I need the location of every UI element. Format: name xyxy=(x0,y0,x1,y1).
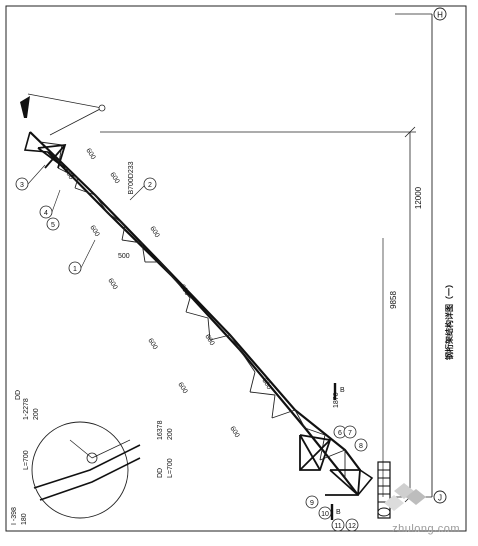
chord-label: 600 xyxy=(260,377,272,391)
dim-tick xyxy=(404,126,416,138)
callout-label: 3 xyxy=(20,182,24,189)
dimension-mid: 9858 xyxy=(389,291,398,309)
callout-label: 8 xyxy=(359,443,363,450)
callout-label: 2 xyxy=(148,182,152,189)
detail-left-label: 1-2278 xyxy=(23,398,30,420)
support-column xyxy=(377,461,391,519)
detail-left-length: L=700 xyxy=(23,450,30,470)
watermark-text: zhulong.com xyxy=(392,523,460,535)
drawing-frame xyxy=(5,5,467,532)
dimension-total: 12000 xyxy=(414,186,423,209)
chord-label: 600 xyxy=(176,381,188,395)
chord-label: 600 xyxy=(108,171,120,185)
callout-label: 12 xyxy=(348,523,356,530)
callout-bubbles: 3 4 5 1 2 6 7 8 9 10 11 12 xyxy=(15,177,368,532)
drawing-title: 钢桁架结构详图（一） xyxy=(444,280,454,360)
chord-label: 600 xyxy=(228,425,240,439)
section-mark-label: B xyxy=(340,387,345,394)
detail-left-code: DD xyxy=(15,390,22,400)
detail-leader xyxy=(69,439,93,459)
callout-label: 5 xyxy=(51,222,55,229)
axis-label-top: H xyxy=(437,11,443,20)
chord-label: 600 xyxy=(88,224,100,238)
callout-label: 10 xyxy=(321,511,329,518)
callout-label: 1 xyxy=(73,266,77,273)
datum-point xyxy=(98,104,106,112)
callout-label: 4 xyxy=(44,210,48,217)
end-frame-lower xyxy=(299,434,361,496)
end-frame-upper xyxy=(37,143,67,169)
plate-label: I -398 xyxy=(11,507,18,525)
section-mark-label: B xyxy=(336,509,341,516)
truss-bottom-chord xyxy=(47,151,359,496)
chord-label: 600 xyxy=(146,337,158,351)
callout-label: 7 xyxy=(348,430,352,437)
chord-label: 600 xyxy=(148,225,160,239)
callout-label: 6 xyxy=(338,430,342,437)
callout-label: 9 xyxy=(310,500,314,507)
detail-right-sub: 200 xyxy=(167,428,174,440)
detail-right-code: DD xyxy=(157,468,164,478)
axis-label-bottom: J xyxy=(438,494,442,503)
chord-note: 500 xyxy=(118,253,130,260)
plate-sub: 180 xyxy=(21,513,28,525)
chord-label: 600 xyxy=(84,147,96,161)
dimension-right-offset: 1876 xyxy=(333,392,340,408)
detail-left-sub: 200 xyxy=(33,408,40,420)
chord-dimension-labels: 600 600 600 600 600 600 600 600 600 600 … xyxy=(62,147,272,439)
chord-label: 600 xyxy=(62,167,74,181)
detail-chord-lower xyxy=(39,457,141,501)
north-marker xyxy=(20,96,30,118)
axis-bubble-bottom xyxy=(433,490,447,504)
member-tag: B700D233 xyxy=(128,161,135,194)
leader-lines xyxy=(27,164,145,269)
detail-leader xyxy=(91,439,131,459)
detail-chord xyxy=(33,444,141,489)
axis-bubble-top xyxy=(433,7,447,21)
detail-right-label: 16378 xyxy=(157,420,164,440)
chord-label: 600 xyxy=(203,333,215,347)
callout-label: 11 xyxy=(334,523,341,530)
truss-end-right xyxy=(357,469,374,496)
truss-end-left xyxy=(23,131,49,153)
anchor-bolt xyxy=(377,507,391,517)
chord-label: 600 xyxy=(106,277,118,291)
truss-web-members xyxy=(39,141,346,478)
datum-triangle xyxy=(27,93,104,136)
detail-right-length: L=700 xyxy=(167,458,174,478)
detail-circle xyxy=(31,421,129,519)
watermark-logo xyxy=(384,483,426,511)
